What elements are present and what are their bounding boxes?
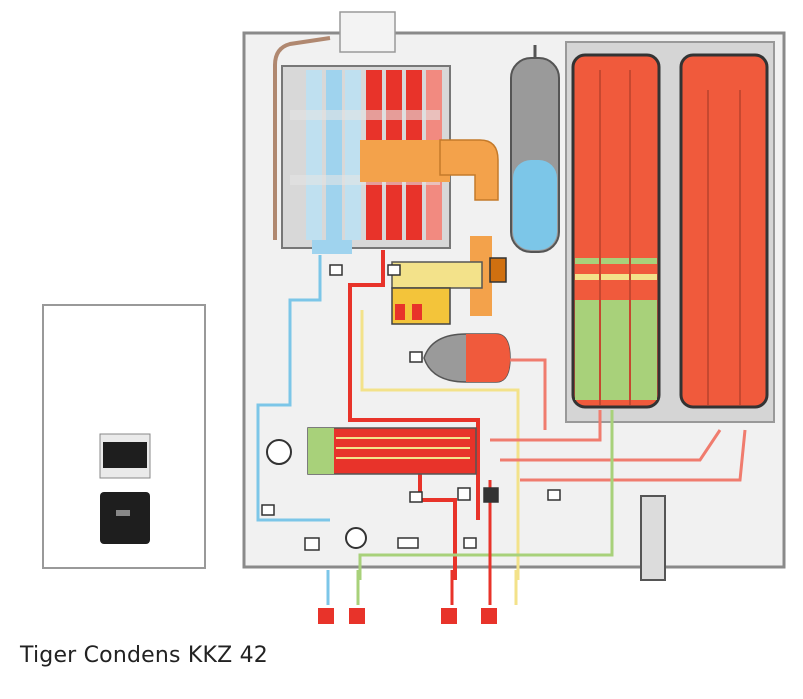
condensate-siphon [640, 495, 666, 581]
storage-tanks [565, 41, 775, 423]
connection-valves [318, 570, 518, 624]
plate-heat-exchanger [307, 427, 477, 475]
display-icon [99, 433, 151, 479]
diagram-caption: Tiger Condens KKZ 42 [20, 643, 268, 668]
heat-exchanger [281, 65, 451, 254]
piping [256, 250, 747, 580]
expansion-vessel-small [423, 333, 511, 383]
gas-valve [391, 261, 483, 325]
expansion-vessel [510, 45, 560, 253]
button-icon [100, 492, 150, 544]
pump-icon [266, 439, 367, 549]
valve-icon [261, 264, 561, 551]
control-unit [42, 304, 206, 569]
